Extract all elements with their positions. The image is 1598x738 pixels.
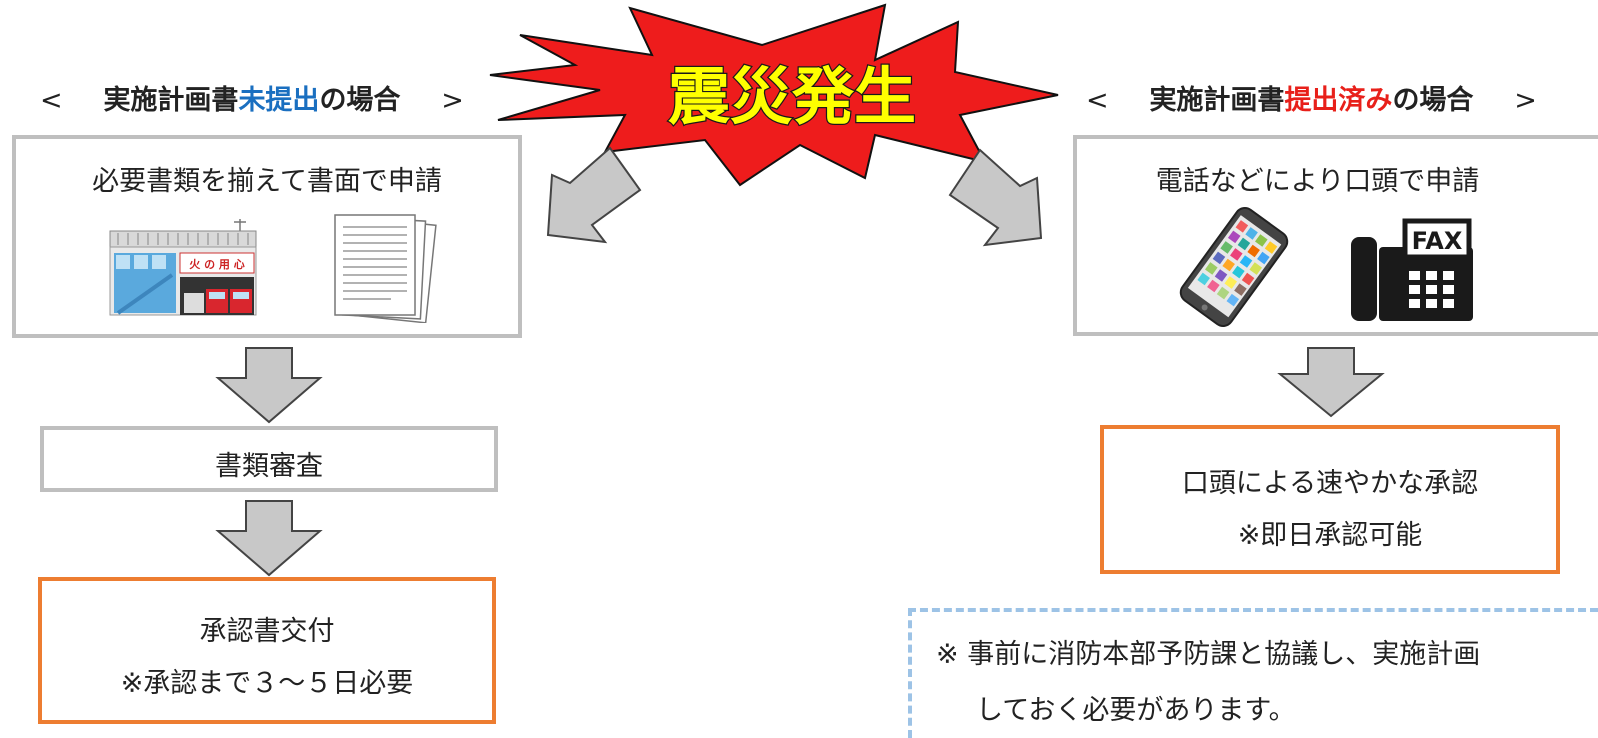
left-heading-close-bracket: > <box>441 85 464 116</box>
diagonal-arrow-right <box>948 148 1043 247</box>
right-application-text: 電話などにより口頭で申請 <box>1155 166 1480 197</box>
right-application-box: 電話などにより口頭で申請 FAX <box>1073 135 1598 336</box>
note-line1: ※ 事前に消防本部予防課と協議し、実施計画 <box>936 639 1481 670</box>
left-application-box: 必要書類を揃えて書面で申請 火 の 用 心 <box>12 135 522 338</box>
burst-text: 震災発生 <box>668 60 916 133</box>
smartphone-icon <box>1179 207 1289 327</box>
right-heading-open-bracket: < <box>1086 85 1109 116</box>
left-result-line1: 承認書交付 <box>199 616 335 647</box>
fax-icon: FAX <box>1351 218 1473 321</box>
right-heading-suffix: の場合 <box>1392 85 1474 116</box>
right-heading-prefix: 実施計画書 <box>1149 85 1285 116</box>
station-sign: 火 の 用 心 <box>189 258 245 271</box>
left-heading-prefix: 実施計画書 <box>103 85 239 116</box>
left-down-arrow-1 <box>215 347 323 424</box>
documents-icon <box>334 214 437 323</box>
right-heading-highlight: 提出済み <box>1284 85 1393 116</box>
left-review-text: 書類審査 <box>215 451 323 482</box>
left-review-box: 書類審査 <box>40 426 498 492</box>
right-result-line2: ※即日承認可能 <box>1237 520 1423 551</box>
diagonal-arrow-left <box>546 146 642 244</box>
right-heading-close-bracket: > <box>1514 85 1537 116</box>
right-heading: < 実施計画書提出済みの場合 > <box>1086 78 1537 117</box>
left-heading-suffix: の場合 <box>319 85 401 116</box>
left-down-arrow-2 <box>215 500 323 577</box>
left-result-line2: ※承認まで３～５日必要 <box>120 668 414 699</box>
left-result-box: 承認書交付 ※承認まで３～５日必要 <box>38 577 496 724</box>
right-result-line1: 口頭による速やかな承認 <box>1181 468 1479 499</box>
advance-consultation-note: ※ 事前に消防本部予防課と協議し、実施計画 しておく必要があります。 <box>908 608 1598 738</box>
left-heading-highlight: 未提出 <box>238 85 320 116</box>
fax-label: FAX <box>1412 227 1463 255</box>
right-result-box: 口頭による速やかな承認 ※即日承認可能 <box>1100 425 1560 574</box>
right-down-arrow <box>1277 347 1385 418</box>
fire-station-icon: 火 の 用 心 <box>109 219 257 316</box>
left-heading: < 実施計画書未提出の場合 > <box>40 78 464 117</box>
left-heading-open-bracket: < <box>40 85 63 116</box>
earthquake-burst-shape <box>489 3 1059 187</box>
left-application-text: 必要書類を揃えて書面で申請 <box>92 166 442 197</box>
note-line2: しておく必要があります。 <box>976 695 1296 726</box>
